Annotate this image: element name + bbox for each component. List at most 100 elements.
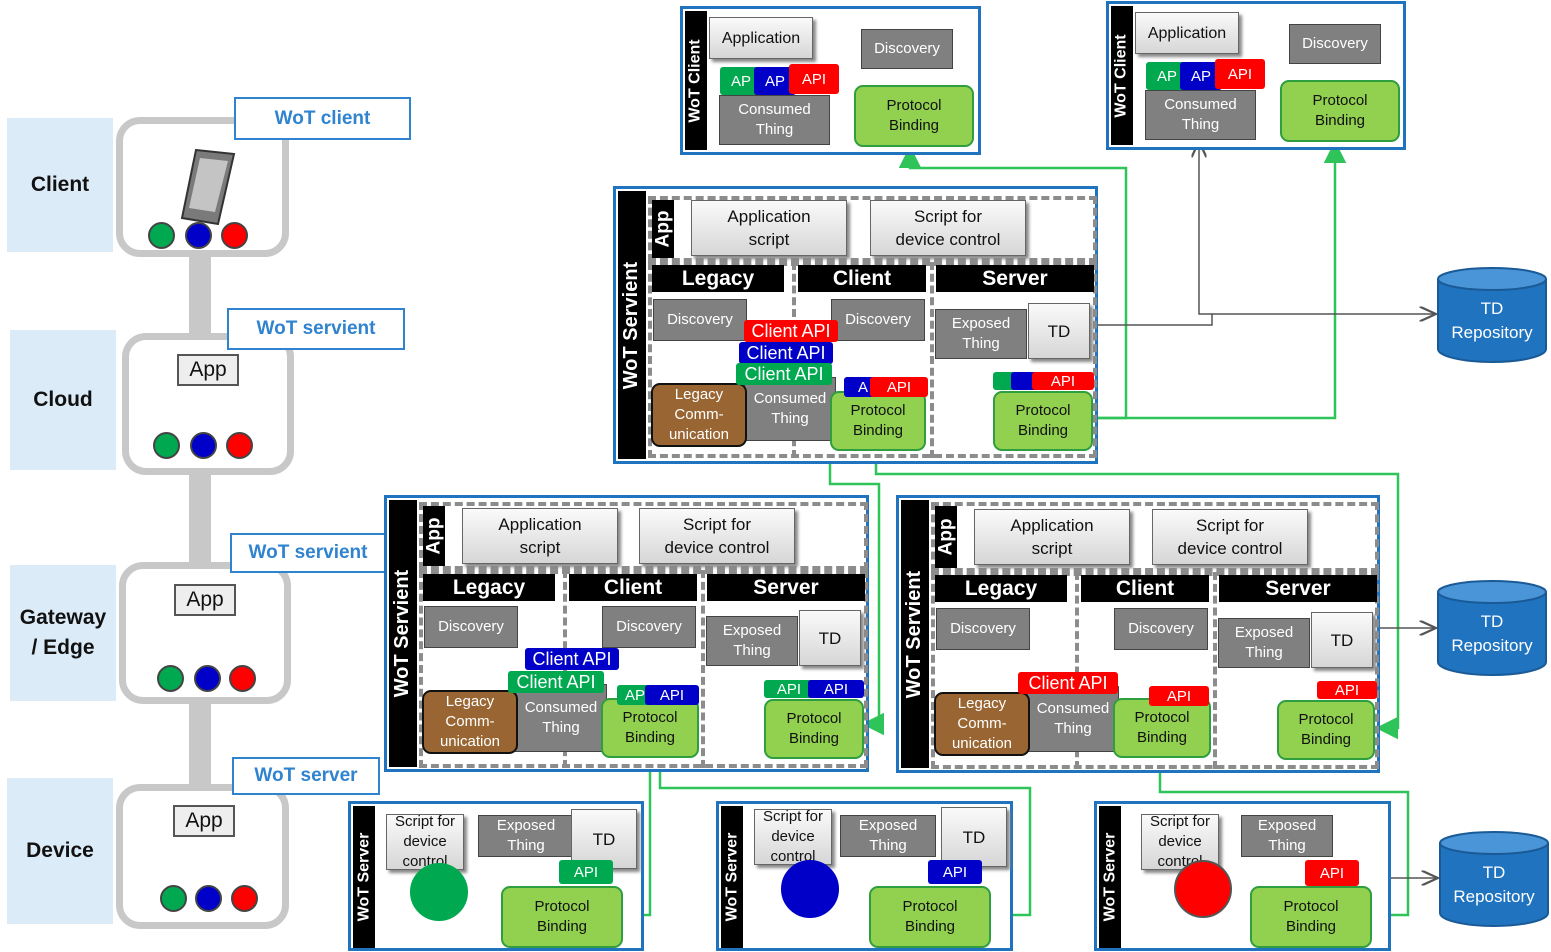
- client-header: Client: [798, 265, 926, 292]
- wot-client-vertical-label: WoT Client: [685, 11, 707, 150]
- runtime-region: [648, 262, 1097, 458]
- tier-device: Device: [7, 778, 113, 924]
- link-td-repo-cloud: [1088, 314, 1436, 326]
- api-tab-red: API: [1317, 681, 1377, 699]
- legacy-header: Legacy: [935, 575, 1067, 602]
- api-tab-red: API: [789, 64, 839, 94]
- role-wot-client: WoT client: [234, 97, 411, 140]
- application-scroll: Application: [709, 17, 813, 59]
- wot-client-box-2: WoT Client Application Discovery AP AP A…: [1106, 1, 1406, 150]
- red-dot: [221, 222, 248, 249]
- script-device-control: Script for device control: [870, 200, 1026, 256]
- api-tab-red: API: [1215, 59, 1265, 89]
- repository-label: TD Repository: [1451, 299, 1533, 342]
- role-wot-servient-cloud: WoT servient: [227, 308, 405, 350]
- server-protocol-binding: Protocol Binding: [764, 699, 864, 759]
- client-discovery: Discovery: [831, 299, 925, 341]
- protocol-binding: Protocol Binding: [854, 85, 974, 147]
- app-vertical-label: App: [935, 506, 957, 568]
- api-tab-red: API: [1032, 372, 1094, 390]
- client-protocol-binding: Protocol Binding: [601, 698, 699, 758]
- client-protocol-binding: Protocol Binding: [1113, 698, 1211, 758]
- legacy-header: Legacy: [652, 265, 784, 292]
- app-vertical-label: App: [652, 200, 674, 258]
- blue-dot: [190, 432, 217, 459]
- client-api-blue: Client API: [739, 342, 833, 364]
- role-wot-servient-gateway: WoT servient: [230, 533, 386, 573]
- app-region: [648, 196, 1097, 262]
- wot-server-green: WoT Server Script for device control Exp…: [348, 801, 644, 951]
- client-api-red: Client API: [1018, 672, 1118, 694]
- red-dot: [226, 432, 253, 459]
- api-tab-blue: API: [808, 680, 864, 698]
- red-dot: [231, 885, 258, 912]
- app-region: [931, 502, 1379, 572]
- wot-servient-gateway-1: WoT Servient App Application script Scri…: [384, 495, 869, 772]
- legacy-discovery: Discovery: [936, 608, 1030, 650]
- repository-label: TD Repository: [1453, 863, 1535, 906]
- green-dot: [157, 665, 184, 692]
- green-device-circle: [410, 863, 468, 921]
- wot-server-vertical-label: WoT Server: [353, 806, 375, 948]
- legacy-discovery: Discovery: [653, 299, 747, 341]
- red-dot: [229, 665, 256, 692]
- api-tab-red: API: [1149, 686, 1209, 706]
- device-control-script: Script for device control: [386, 813, 464, 870]
- protocol-binding: Protocol Binding: [1250, 886, 1372, 948]
- green-dot: [153, 432, 180, 459]
- api-tab-red: API: [1305, 860, 1359, 886]
- link-gw1-to-cloud: [828, 460, 884, 736]
- link-gw2-to-cloud: [874, 460, 1400, 740]
- client-column-divider: [1075, 572, 1079, 769]
- repository-label: TD Repository: [1451, 612, 1533, 655]
- end-device: App: [116, 784, 289, 929]
- api-tab-green: API: [764, 680, 814, 698]
- app-vertical-label: App: [423, 506, 445, 566]
- td-repository-cloud: TD Repository: [1436, 266, 1548, 364]
- protocol-binding: Protocol Binding: [869, 886, 991, 948]
- green-dot: [148, 222, 175, 249]
- server-column-divider: [930, 262, 934, 458]
- td-scroll: TD: [799, 610, 861, 666]
- server-header: Server: [936, 265, 1094, 292]
- wot-server-blue: WoT Server Script for device control Exp…: [716, 801, 1013, 951]
- legacy-communication: Legacy Comm- unication: [422, 690, 518, 754]
- client-header: Client: [569, 574, 697, 601]
- app-button: App: [177, 354, 239, 386]
- cloud-device: App: [122, 333, 294, 475]
- green-dot: [160, 885, 187, 912]
- link-dev2-to-gw1: [658, 760, 1032, 927]
- td-scroll: TD: [1028, 303, 1090, 359]
- legacy-communication: Legacy Comm- unication: [651, 383, 747, 447]
- protocol-binding: Protocol Binding: [1280, 80, 1400, 142]
- tier-cloud: Cloud: [10, 330, 116, 470]
- database-cylinder-icon: [1439, 831, 1549, 927]
- td-repository-device: TD Repository: [1438, 830, 1550, 928]
- legacy-header: Legacy: [423, 574, 555, 601]
- server-column-divider: [701, 570, 705, 768]
- client-api-green: Client API: [736, 363, 832, 385]
- consumed-thing: Consumed Thing: [719, 95, 830, 145]
- exposed-thing: Exposed Thing: [1241, 815, 1333, 857]
- wot-servient-vertical-label: WoT Servient: [389, 500, 417, 767]
- wot-client-vertical-label: WoT Client: [1111, 6, 1133, 145]
- blue-dot: [185, 222, 212, 249]
- application-script: Application script: [462, 508, 618, 564]
- application-script: Application script: [691, 200, 847, 256]
- blue-dot: [194, 665, 221, 692]
- link-td-to-client2: [1199, 141, 1212, 315]
- blue-device-circle: [781, 860, 839, 918]
- wot-servient-vertical-label: WoT Servient: [901, 500, 929, 768]
- wot-server-vertical-label: WoT Server: [721, 806, 743, 948]
- api-tab-red: API: [870, 377, 928, 397]
- server-header: Server: [1219, 575, 1377, 602]
- app-button: App: [174, 584, 236, 616]
- client-device: [116, 117, 289, 257]
- wot-servient-vertical-label: WoT Servient: [618, 191, 646, 459]
- td-scroll: TD: [1311, 612, 1373, 668]
- server-column-divider: [1213, 572, 1217, 769]
- client-header: Client: [1081, 575, 1209, 602]
- client-discovery: Discovery: [602, 606, 696, 648]
- gateway-device: App: [119, 562, 291, 704]
- td-scroll: TD: [941, 807, 1007, 867]
